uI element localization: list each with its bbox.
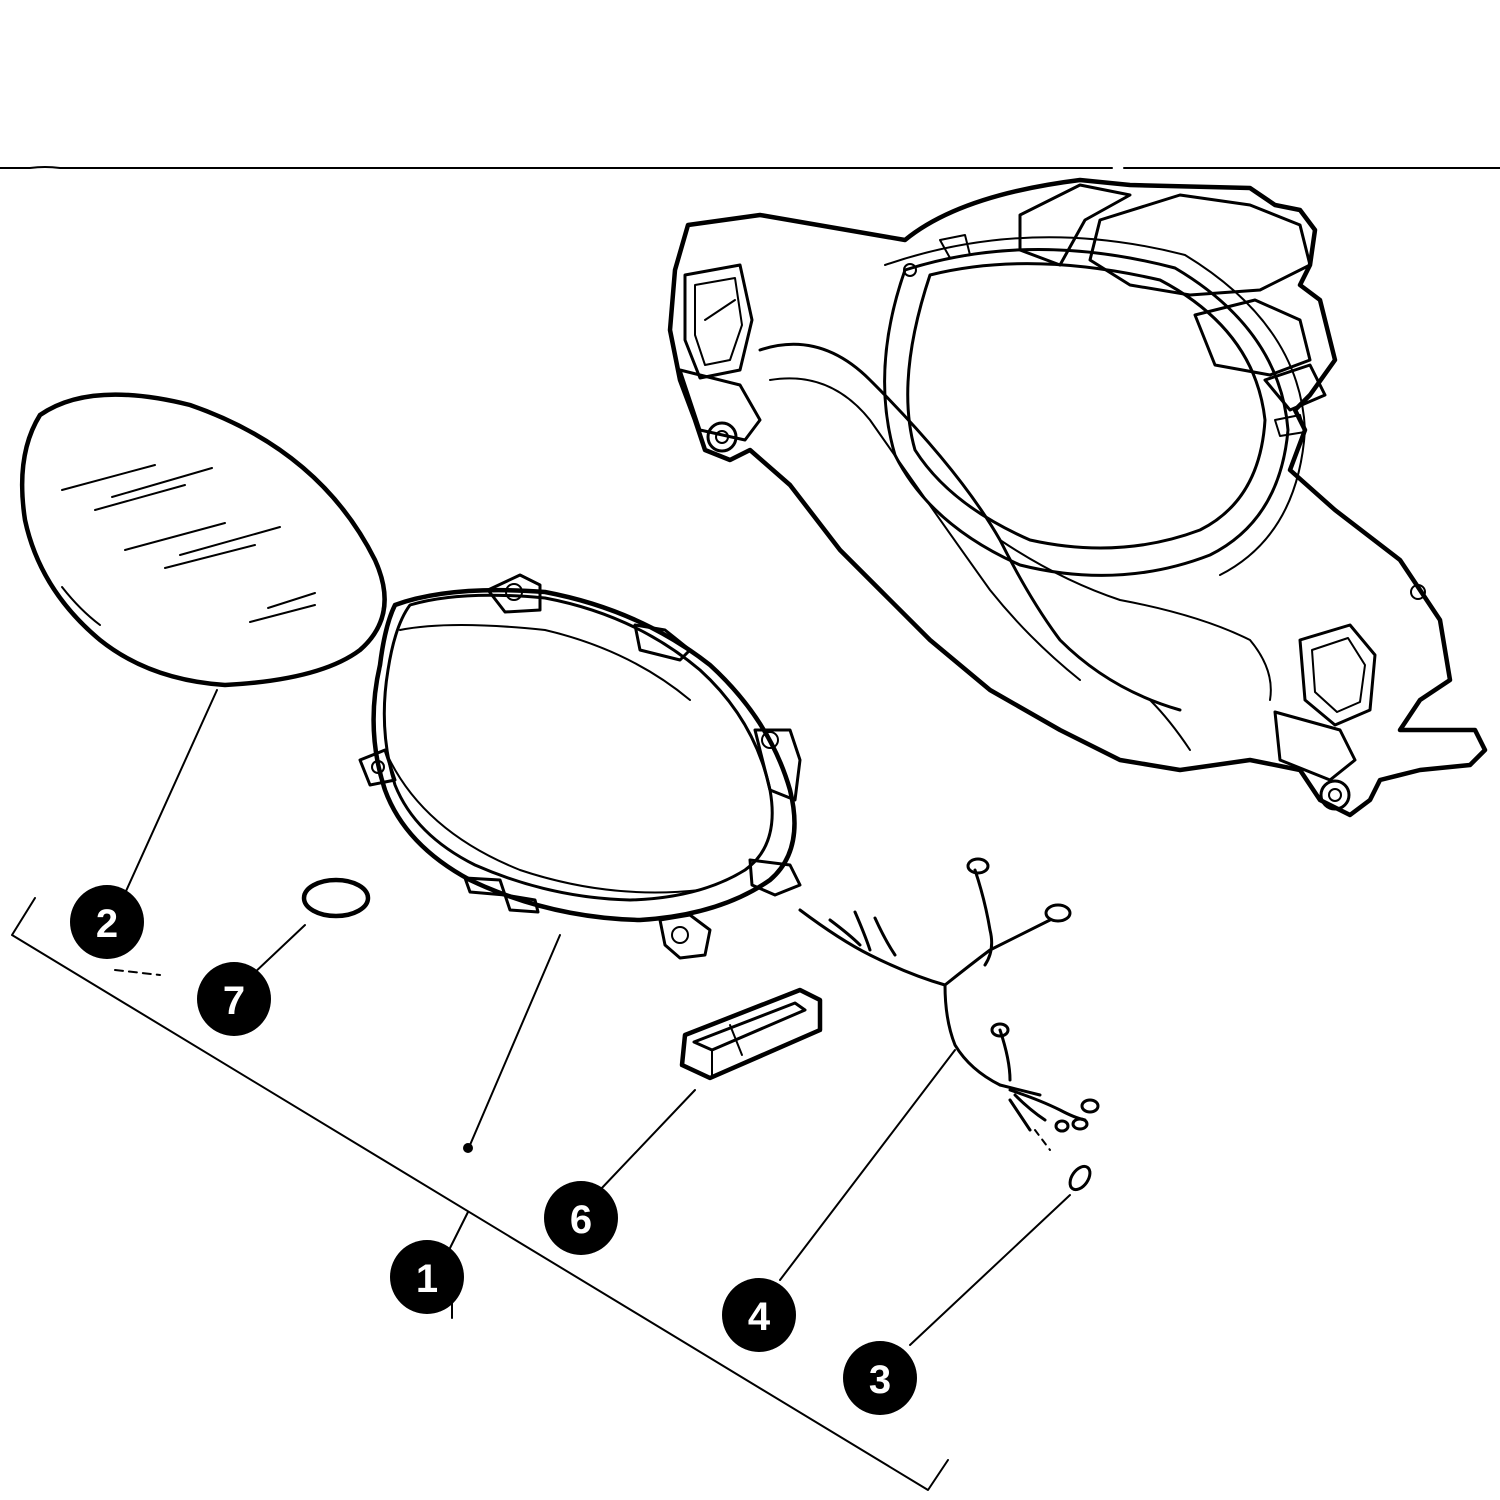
callout-label-3: 3: [869, 1358, 891, 1402]
indicator-panel-part: [679, 987, 823, 1081]
meter-housing-part: [358, 573, 802, 960]
top-separator-line: [0, 166, 1500, 169]
handlebar-cover-part: [667, 177, 1488, 818]
callout-label-1: 1: [416, 1257, 438, 1301]
callout-label-7: 7: [223, 979, 245, 1023]
callout-1: 1: [390, 1240, 464, 1314]
callout-label-2: 2: [96, 902, 118, 946]
callout-3: 3: [843, 1341, 917, 1415]
callout-6: 6: [544, 1181, 618, 1255]
wiring-harness-part: [798, 857, 1100, 1151]
callout-2: 2: [70, 885, 144, 959]
leader-lines: [114, 689, 1071, 1346]
bulb-part: [1068, 1164, 1092, 1192]
assembly-bracket: [11, 897, 949, 1491]
lamp-cap-part: [301, 877, 371, 919]
lens-part: [19, 392, 387, 688]
callout-label-6: 6: [570, 1198, 592, 1242]
callout-4: 4: [722, 1278, 796, 1352]
callout-label-4: 4: [748, 1295, 771, 1339]
callout-7: 7: [197, 962, 271, 1036]
